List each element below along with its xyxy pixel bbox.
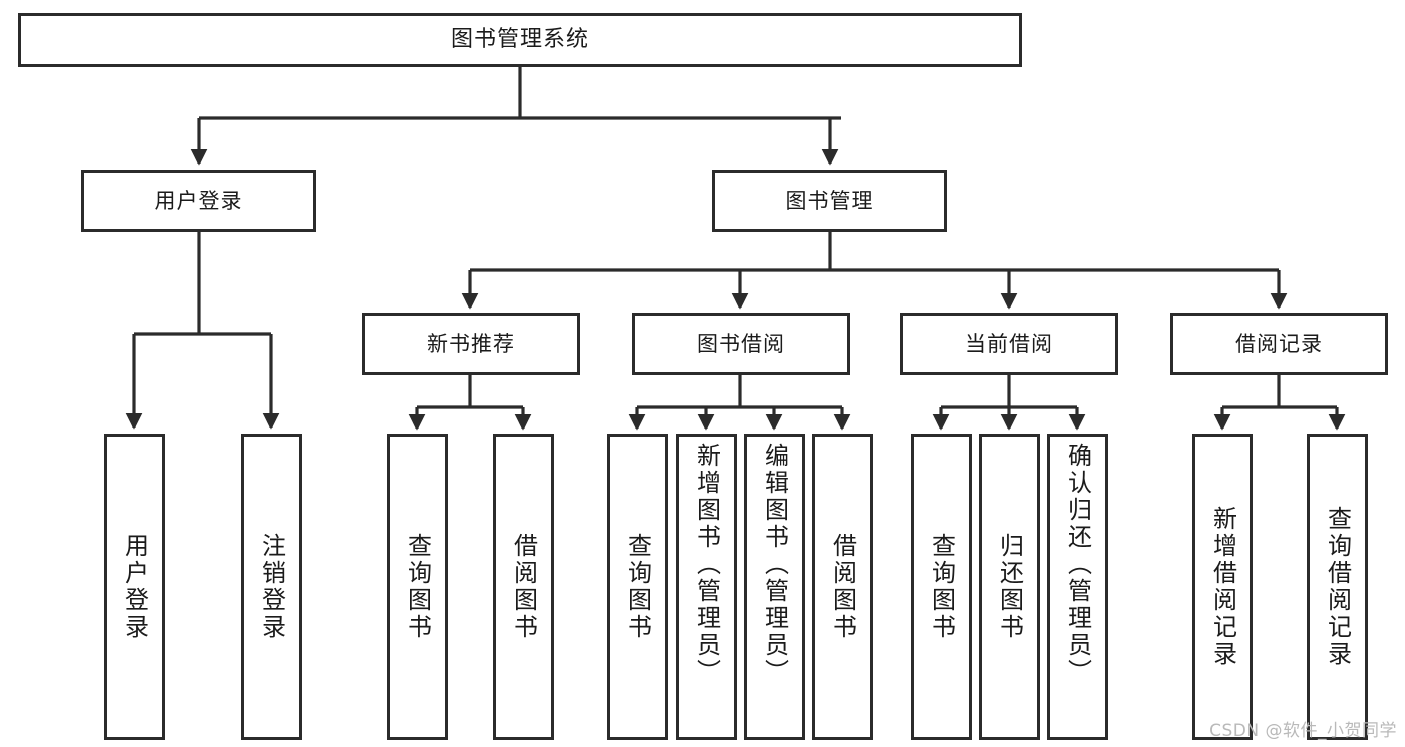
node-label: 图书管理系统: [450, 27, 589, 53]
node-new-book-recommend[interactable]: 新书推荐: [362, 313, 580, 375]
node-label: 图书借阅: [697, 331, 785, 356]
node-label: 查询图书: [403, 533, 432, 641]
node-label: 借阅图书: [828, 533, 857, 641]
leaf-return-book[interactable]: 归还图书: [979, 434, 1040, 740]
node-label: 确认归还（管理员）: [1063, 443, 1092, 686]
leaf-borrow-book-recommend[interactable]: 借阅图书: [493, 434, 554, 740]
node-current-borrow[interactable]: 当前借阅: [900, 313, 1118, 375]
node-label: 借阅图书: [509, 533, 538, 641]
leaf-query-book-current[interactable]: 查询图书: [911, 434, 972, 740]
node-label: 图书管理: [785, 188, 874, 213]
node-label: 注销登录: [257, 533, 286, 641]
node-label: 新增图书（管理员）: [692, 443, 721, 686]
node-borrow-record[interactable]: 借阅记录: [1170, 313, 1388, 375]
node-label: 编辑图书（管理员）: [760, 443, 789, 686]
node-label: 当前借阅: [965, 331, 1053, 356]
node-label: 用户登录: [154, 188, 243, 213]
leaf-query-book-recommend[interactable]: 查询图书: [387, 434, 448, 740]
node-user-login[interactable]: 用户登录: [81, 170, 316, 232]
node-root-book-management-system[interactable]: 图书管理系统: [18, 13, 1022, 67]
node-label: 新增借阅记录: [1208, 506, 1237, 668]
leaf-query-borrow-record[interactable]: 查询借阅记录: [1307, 434, 1368, 740]
leaf-user-login[interactable]: 用户登录: [104, 434, 165, 740]
leaf-query-book-borrow[interactable]: 查询图书: [607, 434, 668, 740]
leaf-borrow-book[interactable]: 借阅图书: [812, 434, 873, 740]
leaf-add-borrow-record[interactable]: 新增借阅记录: [1192, 434, 1253, 740]
node-label: 新书推荐: [427, 331, 515, 356]
node-label: 用户登录: [120, 533, 149, 641]
leaf-confirm-return-admin[interactable]: 确认归还（管理员）: [1047, 434, 1108, 740]
node-book-management[interactable]: 图书管理: [712, 170, 947, 232]
node-label: 查询图书: [927, 533, 956, 641]
node-label: 查询图书: [623, 533, 652, 641]
node-label: 归还图书: [995, 533, 1024, 641]
leaf-edit-book-admin[interactable]: 编辑图书（管理员）: [744, 434, 805, 740]
node-label: 借阅记录: [1235, 331, 1323, 356]
node-label: 查询借阅记录: [1323, 506, 1352, 668]
leaf-user-logout[interactable]: 注销登录: [241, 434, 302, 740]
leaf-add-book-admin[interactable]: 新增图书（管理员）: [676, 434, 737, 740]
csdn-watermark: CSDN @软件_小贺同学: [1209, 721, 1397, 741]
node-book-borrow[interactable]: 图书借阅: [632, 313, 850, 375]
